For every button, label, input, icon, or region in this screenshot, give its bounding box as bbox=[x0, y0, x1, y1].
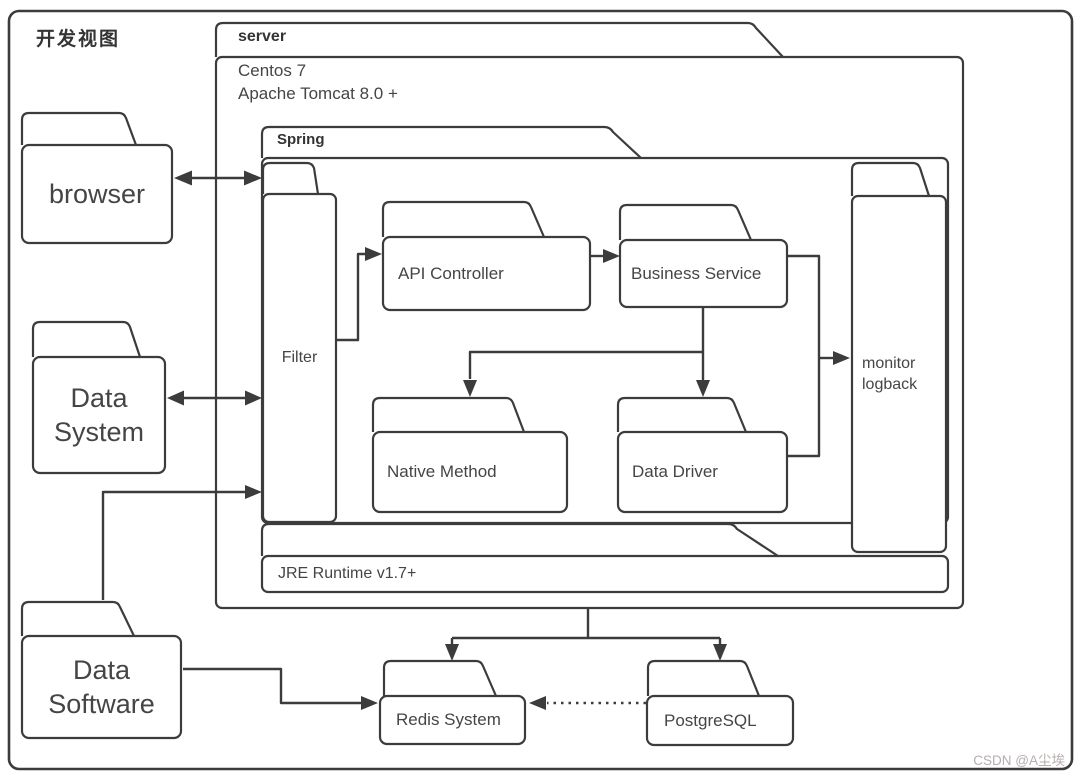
connector-monitor bbox=[787, 254, 850, 458]
arrowhead-left bbox=[167, 390, 184, 406]
data-software-body bbox=[20, 634, 183, 740]
connector-data-system-server bbox=[167, 390, 262, 406]
data-system-label-line1: Data bbox=[70, 383, 128, 413]
native-method-tab bbox=[371, 396, 526, 433]
data-driver-label: Data Driver bbox=[632, 462, 718, 481]
data-system-folder-shape bbox=[31, 320, 167, 475]
browser-body bbox=[20, 143, 174, 245]
jre-runtime-label: JRE Runtime v1.7+ bbox=[278, 565, 417, 582]
browser-tab bbox=[20, 111, 138, 146]
data-software-tab bbox=[20, 600, 135, 637]
arrowhead bbox=[696, 380, 710, 397]
monitor-logback-label: monitor logback bbox=[852, 196, 946, 552]
api-controller-body bbox=[381, 235, 592, 312]
connector-data-software-spring bbox=[101, 485, 262, 600]
arrowhead bbox=[529, 696, 546, 710]
monitor-label-line1: monitor bbox=[862, 355, 916, 372]
server-os-text: Centos 7 bbox=[238, 61, 307, 80]
data-software-label-line2: Software bbox=[48, 689, 155, 719]
browser-folder-shape bbox=[20, 111, 174, 245]
arrowhead bbox=[603, 249, 620, 263]
server-tomcat-text: Apache Tomcat 8.0 + bbox=[238, 84, 398, 103]
data-software-label: Data Software bbox=[22, 636, 181, 738]
spring-tab bbox=[260, 125, 642, 159]
connector-business-data-driver bbox=[463, 307, 710, 397]
spring-label: Spring bbox=[277, 131, 325, 148]
data-system-label-line2: System bbox=[53, 417, 145, 447]
filter-body bbox=[261, 192, 338, 524]
spring-folder-shape bbox=[260, 125, 950, 525]
browser-label: browser bbox=[48, 179, 146, 209]
arrowhead-native bbox=[463, 380, 477, 397]
business-service-label: Business Service bbox=[631, 263, 762, 283]
business-service-folder-shape bbox=[618, 203, 789, 309]
monitor-folder-shape bbox=[850, 161, 948, 554]
arrowhead bbox=[833, 351, 850, 365]
data-system-tab bbox=[31, 320, 142, 358]
arrowhead-left bbox=[174, 170, 192, 186]
jre-folder-shape bbox=[260, 522, 950, 594]
data-system-body bbox=[31, 355, 167, 475]
postgresql-label: PostgreSQL bbox=[664, 710, 757, 730]
connector-api-business bbox=[591, 249, 620, 263]
filter-folder-shape bbox=[261, 161, 338, 524]
filter-label: Filter bbox=[281, 349, 318, 366]
native-method-body bbox=[371, 430, 569, 514]
native-method-label: Native Method bbox=[387, 462, 497, 481]
watermark: CSDN @A尘埃 bbox=[973, 753, 1065, 768]
arrowhead-right bbox=[245, 390, 262, 406]
connector-browser-server bbox=[174, 170, 262, 186]
data-system-label: Data System bbox=[33, 357, 165, 473]
spring-body bbox=[260, 156, 950, 525]
filter-tab bbox=[261, 161, 320, 195]
redis-label: Redis System bbox=[396, 710, 501, 729]
arrowhead-redis bbox=[445, 644, 459, 661]
postgresql-folder-shape bbox=[645, 659, 795, 747]
monitor-tab bbox=[850, 161, 931, 197]
connector-filter-api bbox=[336, 247, 382, 342]
api-controller-folder-shape bbox=[381, 200, 592, 312]
business-service-tab bbox=[618, 203, 753, 241]
connector-data-software-redis bbox=[183, 667, 378, 710]
redis-body bbox=[378, 694, 527, 746]
api-controller-label: API Controller bbox=[398, 263, 504, 283]
api-controller-tab bbox=[381, 200, 546, 238]
arrowhead bbox=[245, 485, 262, 499]
redis-folder-shape bbox=[378, 659, 527, 746]
data-driver-tab bbox=[616, 396, 748, 433]
arrowhead-right bbox=[244, 170, 262, 186]
server-tab bbox=[214, 21, 784, 58]
monitor-label-line2: logback bbox=[862, 376, 918, 393]
arrowhead bbox=[365, 247, 382, 261]
arrowhead-postgresql bbox=[713, 644, 727, 661]
data-driver-body bbox=[616, 430, 789, 514]
data-software-label-line1: Data bbox=[72, 655, 131, 685]
arrowhead bbox=[361, 696, 378, 710]
jre-body bbox=[260, 554, 950, 594]
postgresql-tab bbox=[646, 659, 761, 697]
connector-postgresql-redis bbox=[529, 696, 646, 710]
monitor-body bbox=[850, 194, 948, 554]
redis-tab bbox=[382, 659, 498, 697]
jre-tab bbox=[260, 522, 779, 557]
postgresql-body bbox=[645, 694, 795, 747]
native-method-folder-shape bbox=[371, 396, 569, 514]
server-label: server bbox=[238, 28, 287, 45]
data-software-folder-shape bbox=[20, 600, 183, 740]
connector-server-databases bbox=[445, 609, 727, 661]
diagram-title: 开发视图 bbox=[36, 29, 121, 50]
data-driver-folder-shape bbox=[616, 396, 789, 514]
